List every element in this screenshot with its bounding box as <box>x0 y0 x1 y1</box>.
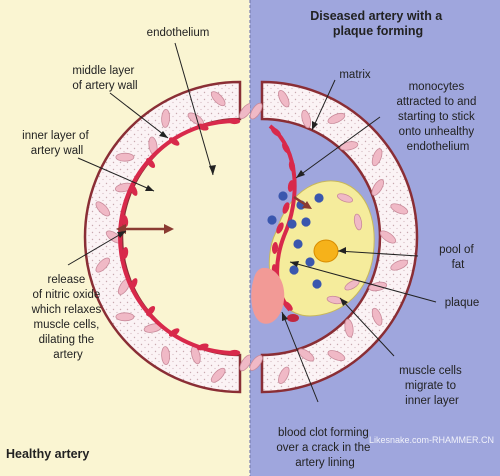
migrated-muscle-cell <box>336 193 354 203</box>
label-blood-clot: blood clot forming over a crack in the a… <box>276 427 373 469</box>
monocyte <box>287 219 297 229</box>
healthy-artery-title: Healthy artery <box>6 447 89 461</box>
label-pool-of-fat: pool of fat <box>439 244 477 271</box>
endothelium-cell <box>288 160 296 172</box>
monocyte <box>267 215 277 225</box>
label-inner-layer: inner layer of artery wall <box>22 130 92 157</box>
muscle-cell <box>239 103 250 120</box>
diseased-artery-title: Diseased artery with a plaque forming <box>310 9 446 38</box>
endothelium-cell <box>168 137 180 146</box>
muscle-cell <box>390 203 409 215</box>
muscle-cell <box>115 152 135 162</box>
endothelium-cell <box>282 142 290 154</box>
muscle-cell <box>339 141 359 151</box>
muscle-cell <box>210 91 226 107</box>
endothelium-cell <box>197 343 209 351</box>
muscle-cell <box>161 346 171 365</box>
endothelium-cell <box>228 118 241 125</box>
label-monocytes: monocytes attracted to and starting to s… <box>396 81 479 153</box>
endothelium-cell <box>282 202 290 214</box>
muscle-cell <box>301 109 312 129</box>
label-matrix: matrix <box>339 69 371 81</box>
muscle-cell <box>379 230 397 244</box>
label-plaque: plaque <box>445 297 480 309</box>
muscle-cell <box>390 259 409 271</box>
muscle-cell <box>210 367 226 383</box>
endothelium-cell <box>271 127 281 137</box>
healthy-endothelium-cells <box>122 118 241 356</box>
muscle-cell <box>327 112 346 124</box>
endothelium-cell <box>228 349 241 356</box>
muscle-cell <box>327 350 346 362</box>
endothelium-cell <box>146 157 156 169</box>
healthy-leader-lines <box>67 42 216 266</box>
monocyte <box>289 265 299 275</box>
monocyte <box>293 239 303 249</box>
muscle-cell <box>250 354 263 371</box>
label-muscle-migrate: muscle cells migrate to inner layer <box>399 365 465 407</box>
blood-clot <box>251 267 285 324</box>
muscle-cell <box>371 307 383 326</box>
migrated-muscle-cell <box>353 213 363 231</box>
muscle-cell <box>298 348 315 362</box>
monocyte <box>301 217 311 227</box>
plaque-migrated-cells <box>326 193 363 305</box>
muscle-cell <box>278 90 290 108</box>
endothelium-cell <box>122 215 129 227</box>
endothelium-cell <box>130 278 138 290</box>
muscle-cell <box>371 179 385 196</box>
muscle-cell <box>115 312 135 322</box>
muscle-cell <box>239 354 250 372</box>
endothelium-cell <box>283 301 293 311</box>
watermark: Likesnake.com-RHAMMER.CN <box>369 435 494 445</box>
muscle-cell <box>371 148 383 167</box>
endothelium-cell <box>168 328 180 337</box>
healthy-artery-wall <box>83 80 250 394</box>
blood-clot-red-cell <box>287 314 299 322</box>
monocyte <box>278 191 288 201</box>
healthy-panel-background <box>0 0 250 476</box>
muscle-cell <box>250 102 263 120</box>
endothelium-cell <box>287 180 295 192</box>
label-middle-layer: middle layer of artery wall <box>72 65 137 92</box>
pool-of-fat <box>313 239 339 263</box>
muscle-cell <box>278 366 290 384</box>
diseased-leader-lines <box>281 79 437 403</box>
monocytes <box>267 191 324 289</box>
muscle-cell <box>344 318 354 338</box>
endothelium-cell <box>146 305 156 317</box>
muscle-cell <box>95 257 111 273</box>
label-endothelium: endothelium <box>147 27 210 39</box>
monocyte <box>314 193 324 203</box>
endothelium-cell <box>271 242 279 254</box>
monocyte <box>305 257 315 267</box>
muscle-cell <box>95 201 111 217</box>
endothelium-cell <box>276 222 284 234</box>
diseased-artery-wall <box>250 80 419 394</box>
diseased-muscle-cells <box>250 90 409 384</box>
muscle-cell <box>161 109 171 128</box>
monocyte-arrow <box>293 195 312 209</box>
endothelium-cell <box>130 184 138 196</box>
monocyte <box>312 279 322 289</box>
endothelium-cell <box>122 247 129 259</box>
label-nitric-oxide: release of nitric oxide which relaxes mu… <box>31 274 105 361</box>
